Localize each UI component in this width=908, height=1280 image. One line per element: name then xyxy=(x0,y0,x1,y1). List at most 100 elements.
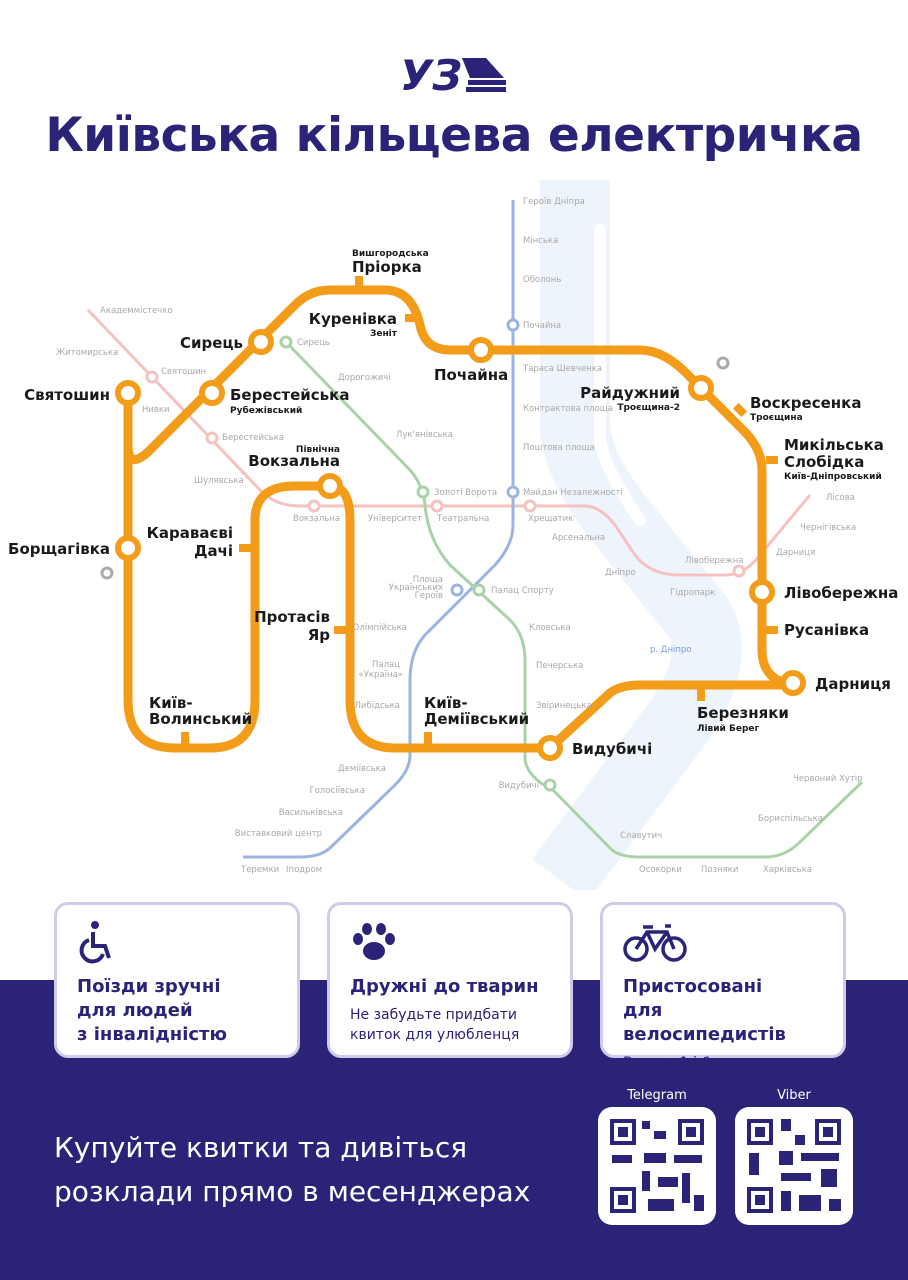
map-label: Чернігівська xyxy=(800,523,856,533)
map-label: Мінська xyxy=(523,236,558,246)
map-label: Арсенальна xyxy=(552,533,605,543)
card-title-line: з інвалідністю xyxy=(77,1024,227,1045)
station-sub: Лівий Берег xyxy=(697,723,760,734)
station-voskresenka[interactable]: Воскресенка xyxy=(750,394,861,412)
station-karavaevi-2[interactable]: Дачі xyxy=(194,542,233,560)
card-accessibility: Поїзди зручні для людей з інвалідністю xyxy=(54,902,300,1058)
map-label: Голосіївська xyxy=(310,786,365,796)
station-vokzalna[interactable]: Вокзальна xyxy=(248,452,340,470)
station-beresteiska[interactable]: Берестейська xyxy=(230,386,349,404)
map-label: Кловська xyxy=(529,623,571,633)
telegram-label: Telegram xyxy=(627,1088,687,1103)
map-label: Виставковий центр xyxy=(235,829,322,839)
map-label: Теремки xyxy=(240,865,279,875)
wheelchair-icon xyxy=(77,919,277,965)
card-text: Не забудьте придбати xyxy=(350,1007,517,1023)
station-sub: Троєщина-2 xyxy=(617,403,680,413)
station-protasiv-2[interactable]: Яр xyxy=(308,626,331,644)
viber-label: Viber xyxy=(777,1088,811,1103)
map-label: Оболонь xyxy=(523,275,561,285)
station-volynskyi-2[interactable]: Волинський xyxy=(149,710,252,728)
map-label: Героїв Дніпра xyxy=(523,197,585,207)
station-livoberezhna[interactable]: Лівобережна xyxy=(784,584,898,602)
station-bereznyaky[interactable]: Березняки xyxy=(697,704,789,722)
station-protasiv-1[interactable]: Протасів xyxy=(254,608,330,626)
map-label: Іподром xyxy=(286,865,322,875)
station-mykilska-2[interactable]: Слобідка xyxy=(784,453,864,471)
telegram-qr-code[interactable] xyxy=(598,1107,716,1225)
bicycle-icon xyxy=(623,919,823,965)
card-title: Дружні до тварин xyxy=(350,976,539,997)
map-label: Лівобережна xyxy=(685,556,743,566)
map-label: Площа xyxy=(413,575,443,585)
viber-qr-code[interactable] xyxy=(735,1107,853,1225)
map-label: Славутич xyxy=(620,831,662,841)
station-borshchahivka[interactable]: Борщагівка xyxy=(8,540,110,558)
map-label: Лісова xyxy=(826,493,855,503)
map-label: «Україна» xyxy=(359,670,403,680)
station-demiivskyi-1[interactable]: Київ- xyxy=(424,694,468,712)
station-sub: Рубежівський xyxy=(230,405,302,416)
card-title-line: для людей xyxy=(77,1000,193,1021)
map-label: Академмістечко xyxy=(100,306,173,316)
station-priorka[interactable]: Пріорка xyxy=(352,258,422,276)
map-label: Хрещатик xyxy=(528,514,573,524)
map-label: Університет xyxy=(368,514,422,524)
svg-text:УЗ: УЗ xyxy=(400,52,462,94)
page-title: Київська кільцева електричка xyxy=(45,108,863,163)
station-karavaevi-1[interactable]: Караваєві xyxy=(147,524,233,542)
map-label: Нивки xyxy=(142,405,170,415)
map-label: Звіринецька xyxy=(536,701,592,711)
station-rusanivka[interactable]: Русанівка xyxy=(784,621,869,639)
station-pochaina[interactable]: Почайна xyxy=(434,366,508,384)
map-label: Майдан Незалежності xyxy=(523,488,623,498)
metro-blue-line xyxy=(243,200,515,859)
map-label: Васильківська xyxy=(279,808,343,818)
map-label: Житомирська xyxy=(56,348,118,358)
station-darnytsia[interactable]: Дарниця xyxy=(815,675,891,693)
station-svyatoshyn[interactable]: Святошин xyxy=(24,386,110,404)
station-sub: Київ-Дніпровський xyxy=(784,471,882,482)
map-label: Позняки xyxy=(701,865,738,875)
card-text: Вагони 1 і 6 xyxy=(623,1055,711,1071)
map-label: Купуйте квитки та дивіться xyxy=(54,1131,468,1164)
map-label: Осокорки xyxy=(639,865,682,875)
map-label: Деміївська xyxy=(338,764,386,774)
map-label: Контрактова площа xyxy=(523,404,613,414)
map-label: Святошин xyxy=(161,367,206,377)
map-label: Тараса Шевченка xyxy=(522,364,602,374)
station-raiduzhnyi[interactable]: Райдужний xyxy=(580,384,680,402)
station-sub: Північна xyxy=(296,444,340,455)
map-label: Олімпійська xyxy=(353,623,407,633)
map-label: Бориспільська xyxy=(758,814,823,824)
metro-labels: Академмістечко Житомирська Святошин Нивк… xyxy=(56,197,863,875)
map-label: Сирець xyxy=(297,338,330,348)
map-label: Дніпро xyxy=(605,568,636,578)
map-label: розклади прямо в месенджерах xyxy=(54,1175,531,1208)
card-title-line: Пристосовані xyxy=(623,976,763,997)
map-label: Вокзальна xyxy=(293,514,340,524)
map-label: Золоті Ворота xyxy=(434,488,497,498)
station-kurenivka[interactable]: Куренівка xyxy=(309,310,397,328)
station-syrets[interactable]: Сирець xyxy=(180,334,243,352)
station-mykilska-1[interactable]: Микільська xyxy=(784,436,884,454)
metro-green-line xyxy=(284,340,864,859)
station-vydubychi[interactable]: Видубичі xyxy=(572,740,652,758)
uz-logo: УЗ xyxy=(400,51,508,100)
map-label: Червоний Хутір xyxy=(793,774,863,784)
map-label: Печерська xyxy=(536,661,583,671)
card-title-line: Поїзди зручні xyxy=(77,976,221,997)
paw-icon xyxy=(350,919,550,965)
station-volynskyi-1[interactable]: Київ- xyxy=(149,694,193,712)
map-label: Поштова площа xyxy=(523,443,595,453)
map-label: Шулявська xyxy=(194,476,244,486)
map-label: Берестейська xyxy=(222,433,284,443)
station-demiivskyi-2[interactable]: Деміївський xyxy=(424,710,529,728)
station-sub: Вишгородська xyxy=(352,249,429,259)
map-label: Українських xyxy=(389,583,443,593)
map-label: Дорогожичі xyxy=(338,373,391,383)
map-label: Палац Спорту xyxy=(491,586,554,596)
map-label: Дарниця xyxy=(776,548,815,558)
